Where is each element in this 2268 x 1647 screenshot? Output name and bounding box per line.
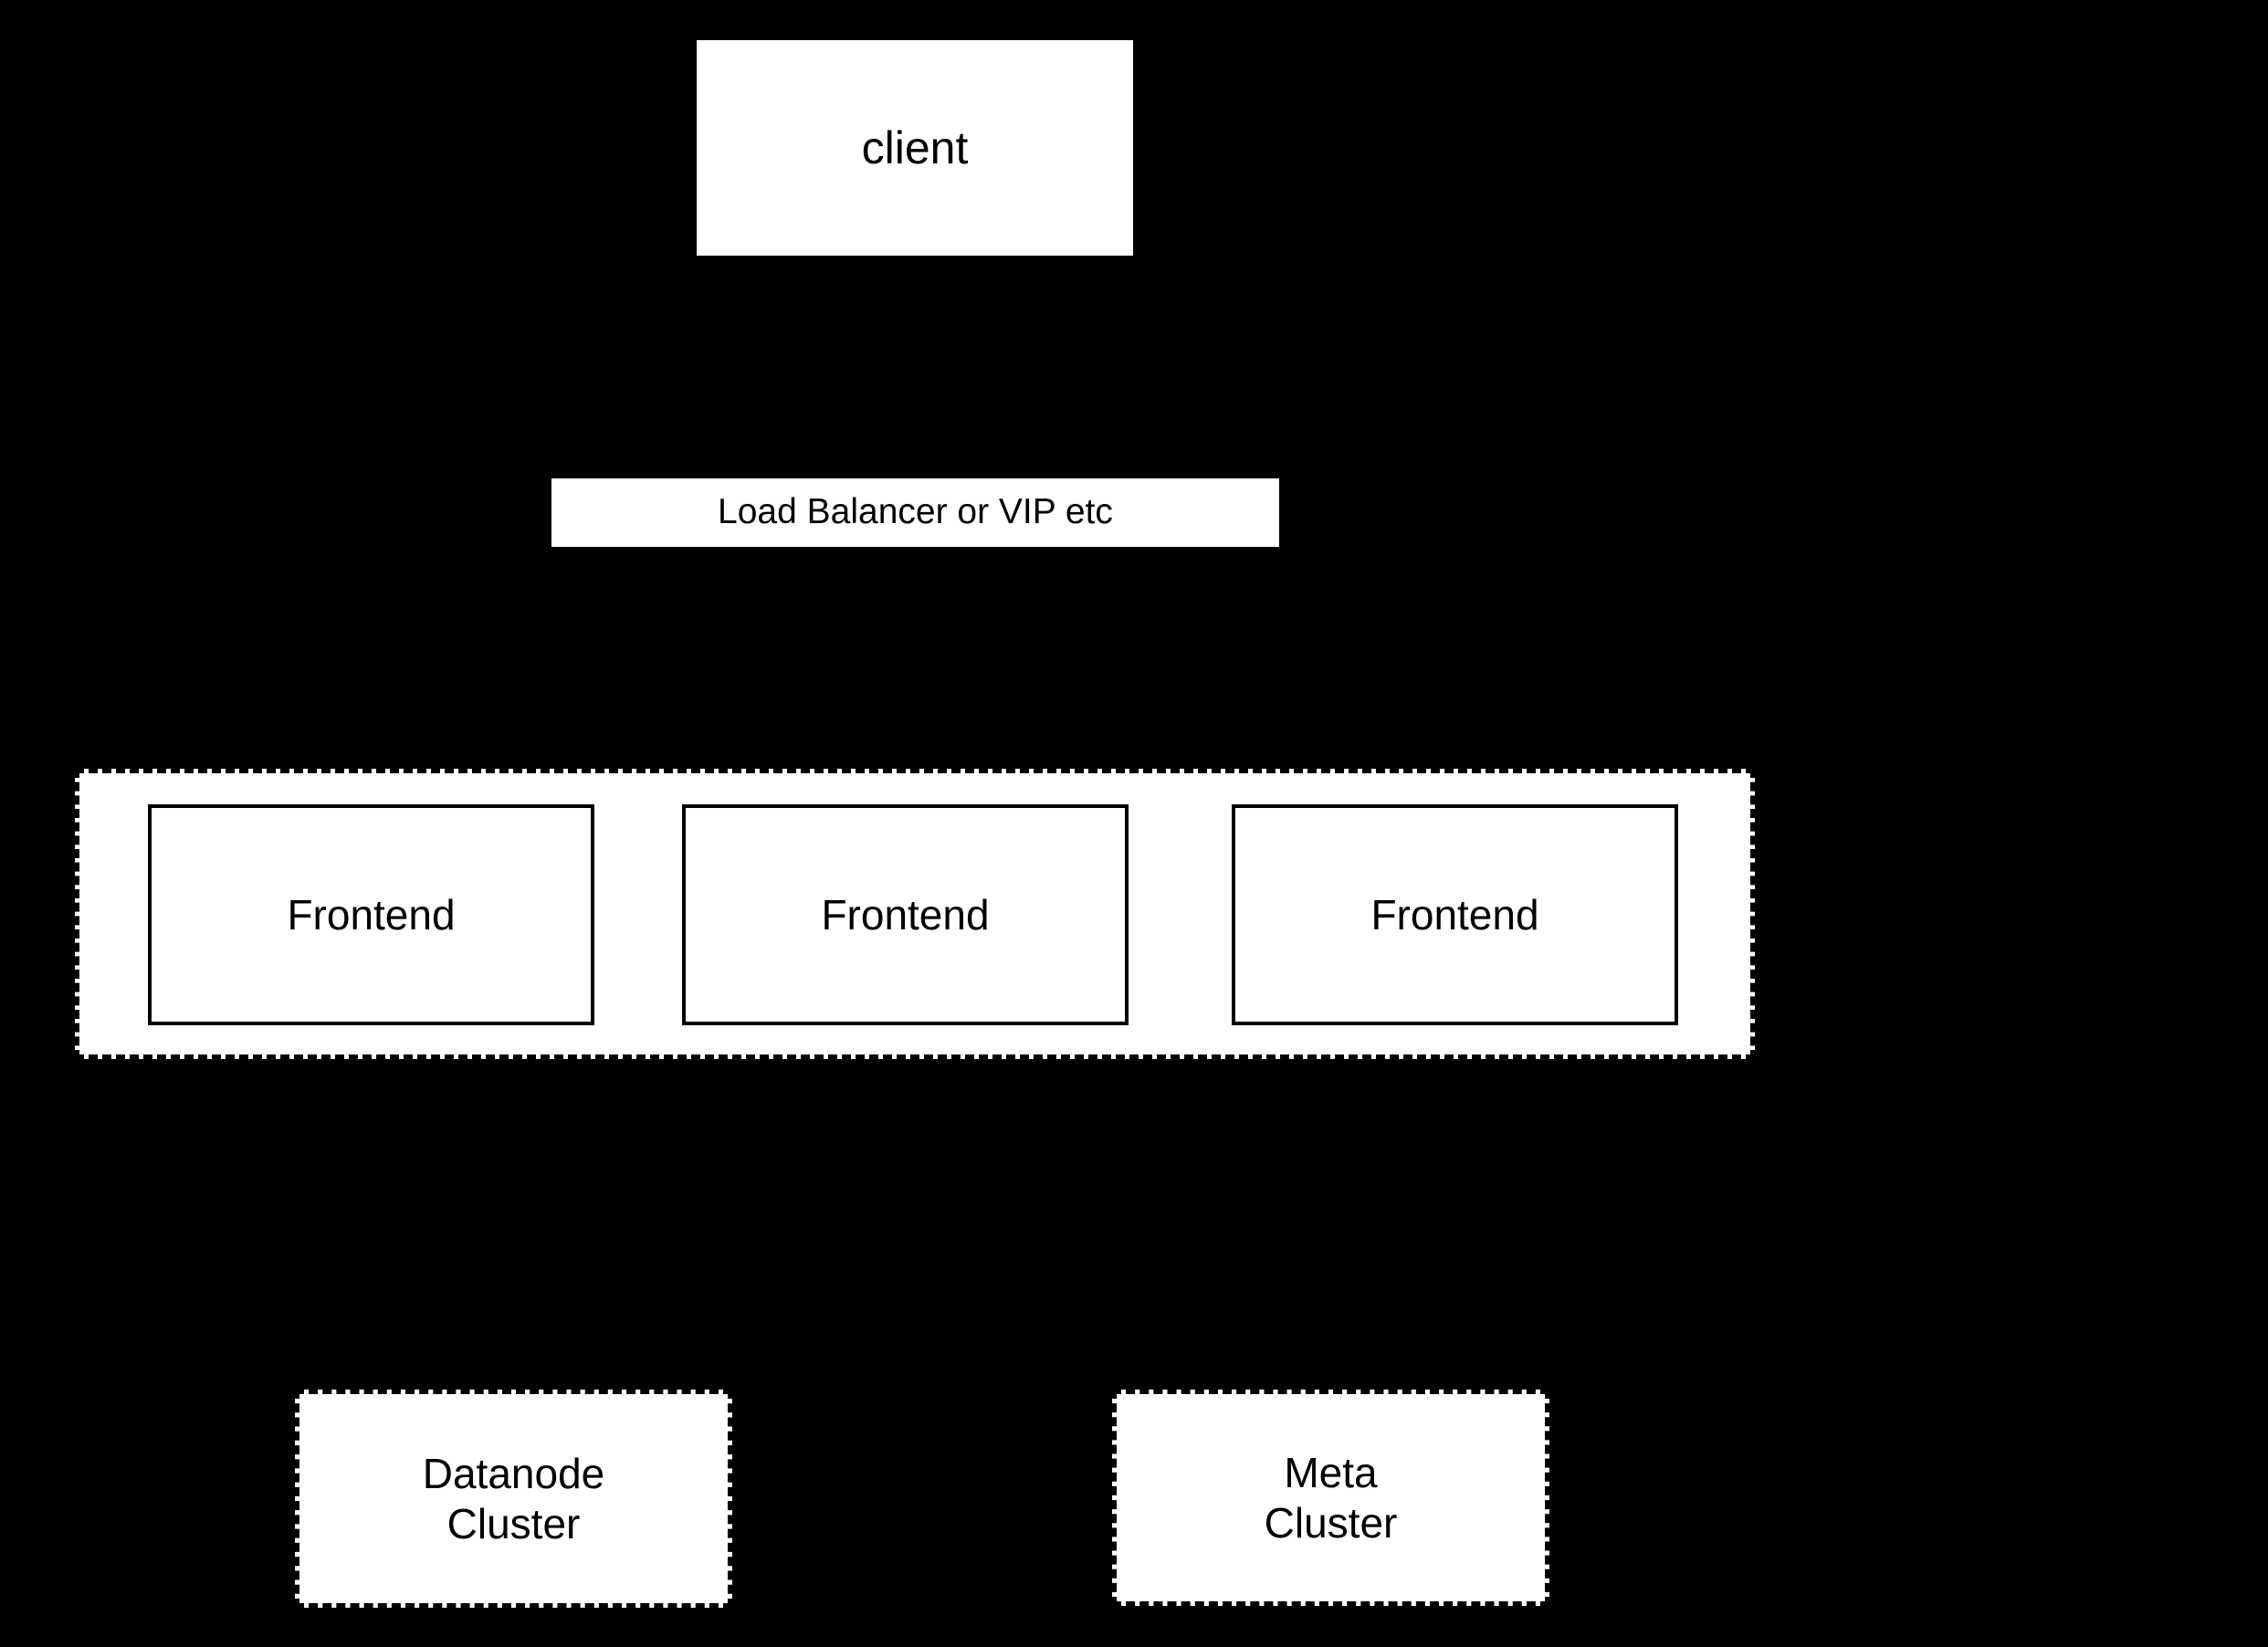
client-node: client <box>697 40 1133 256</box>
frontend-node-1: Frontend <box>148 804 594 1025</box>
frontend-node-2-label: Frontend <box>821 890 990 939</box>
meta-cluster-node: Meta Cluster <box>1112 1390 1549 1606</box>
load-balancer-node: Load Balancer or VIP etc <box>551 478 1279 547</box>
load-balancer-node-label: Load Balancer or VIP etc <box>718 492 1113 532</box>
frontend-node-3: Frontend <box>1232 804 1678 1025</box>
frontend-node-1-label: Frontend <box>287 890 456 939</box>
datanode-cluster-label: Datanode Cluster <box>422 1450 605 1547</box>
frontend-node-2: Frontend <box>682 804 1129 1025</box>
client-node-label: client <box>861 121 969 173</box>
frontend-node-3-label: Frontend <box>1370 890 1539 939</box>
meta-cluster-label: Meta Cluster <box>1264 1449 1398 1547</box>
datanode-cluster-node: Datanode Cluster <box>295 1390 732 1608</box>
